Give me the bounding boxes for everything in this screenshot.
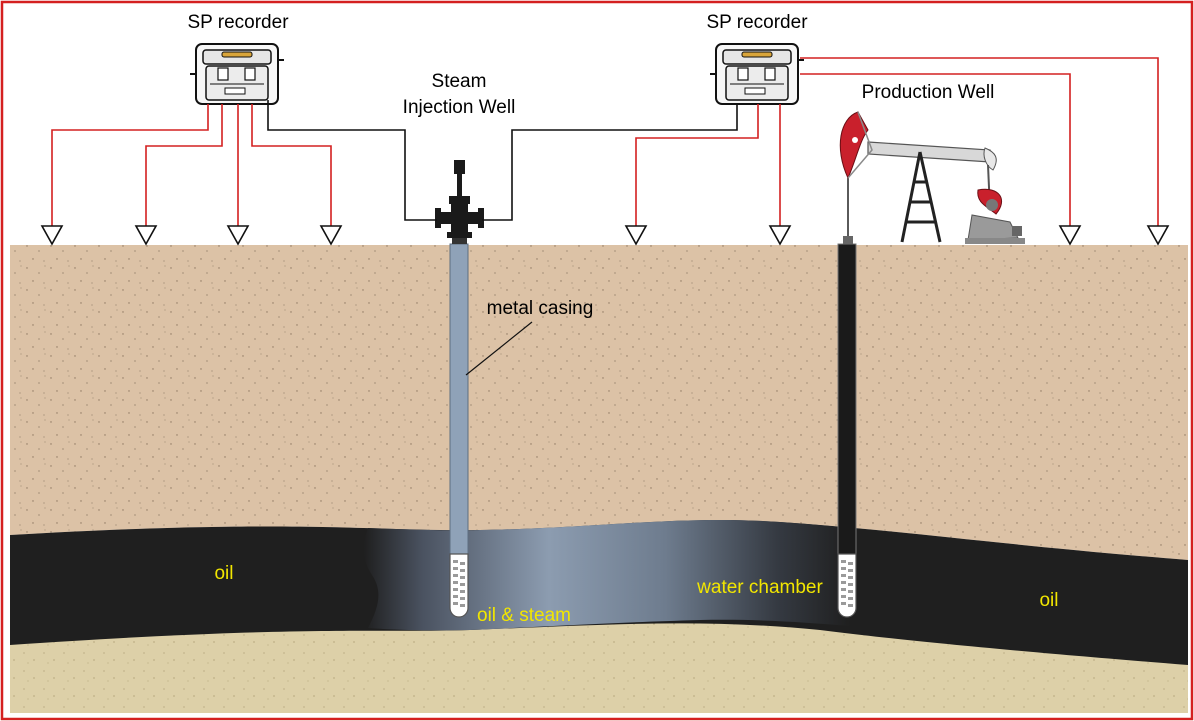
electrode-triangle-icon: [624, 225, 648, 246]
water-chamber-label: water chamber: [696, 577, 823, 598]
sp-recorder-right-icon: [710, 43, 804, 105]
production-perforations-icon: [841, 560, 853, 607]
oil-right-label: oil: [1039, 590, 1058, 611]
injection-well-casing: [449, 243, 469, 618]
electrode-triangle-icon: [1146, 225, 1170, 246]
oil-left-label: oil: [214, 563, 233, 584]
metal-casing-label: metal casing: [487, 298, 594, 319]
production-well-casing: [837, 243, 857, 618]
metal-casing-leader: [465, 321, 533, 376]
electrode-triangle-icon: [226, 225, 250, 246]
overburden-layer: [10, 245, 1188, 560]
electrode-triangle-icon: [768, 225, 792, 246]
steam-injection-well-label-line2: Injection Well: [403, 97, 516, 118]
steam-chamber: [363, 519, 850, 631]
steam-injection-well-label-line1: Steam: [432, 71, 487, 92]
oil-steam-label: oil & steam: [477, 605, 571, 626]
electrode-triangle-icon: [134, 225, 158, 246]
sp-recorder-left-icon: [190, 43, 284, 105]
electrode-triangle-icon: [40, 225, 64, 246]
electrode-triangle-icon: [1058, 225, 1082, 246]
production-well-label: Production Well: [862, 82, 995, 103]
sp-recorder-left-label: SP recorder: [187, 12, 289, 33]
wellhead-valve-icon: [435, 160, 484, 244]
injection-perforations-icon: [453, 560, 465, 607]
sp-recorder-right-label: SP recorder: [706, 12, 808, 33]
pumpjack-icon: [839, 111, 1025, 244]
left-recorder-wires: [51, 100, 437, 226]
electrode-markers: [40, 225, 1170, 246]
electrode-triangle-icon: [319, 225, 343, 246]
right-recorder-wires: [482, 57, 1159, 226]
